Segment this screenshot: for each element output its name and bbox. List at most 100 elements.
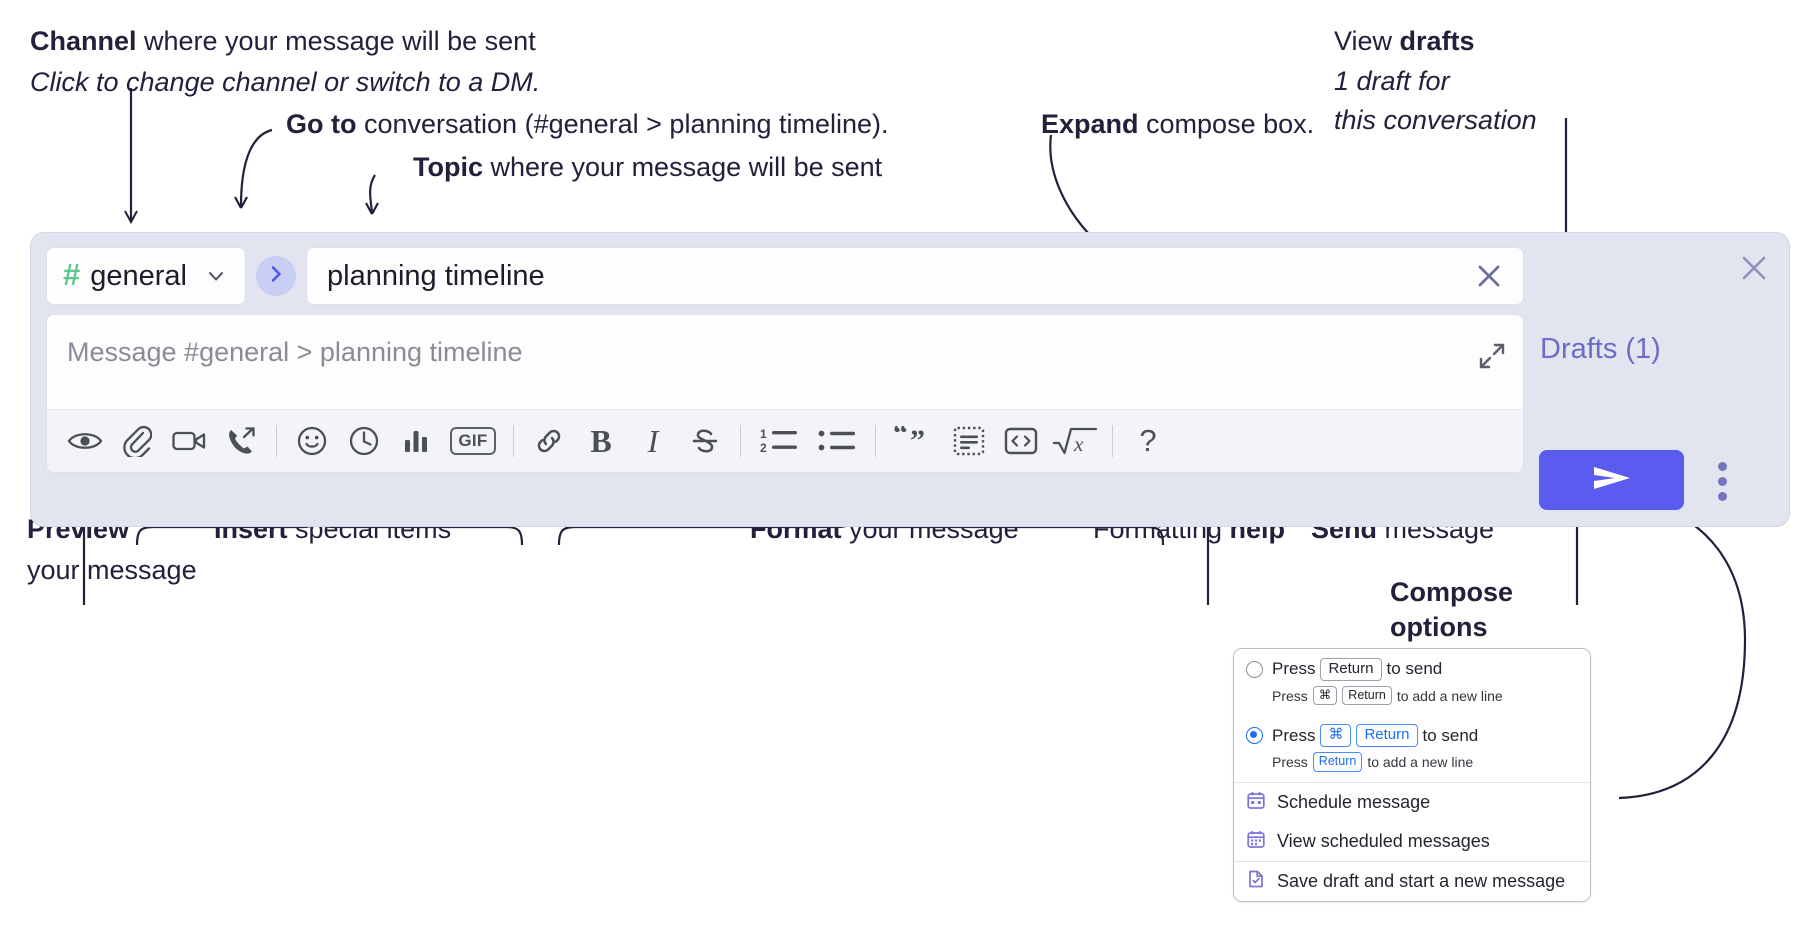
send-button[interactable] [1539, 450, 1684, 510]
key-return: Return [1312, 752, 1363, 772]
press-label: Press [1272, 687, 1308, 704]
close-icon[interactable] [1737, 251, 1771, 290]
send-option-return[interactable]: Press Return to send [1234, 649, 1590, 681]
send-option-return-text: Press Return to send [1272, 658, 1442, 681]
svg-text:1: 1 [760, 427, 767, 441]
vertical-dots-icon [1717, 476, 1727, 486]
channel-selector[interactable]: # general [46, 247, 246, 305]
bold-label: B [590, 422, 612, 459]
svg-text:2: 2 [760, 441, 767, 455]
phone-arrow-icon[interactable] [215, 418, 267, 464]
annotation-goto: Go to conversation (#general > planning … [286, 107, 889, 141]
send-option-return-hint: Press ⌘ Return to add a new line [1234, 681, 1590, 716]
help-icon[interactable]: ? [1122, 418, 1174, 464]
formatting-toolbar: GIF B I [47, 409, 1523, 472]
key-command: ⌘ [1312, 685, 1338, 706]
italic-label: I [647, 422, 659, 459]
vertical-dots-icon [1717, 461, 1727, 471]
menu-item-save-draft[interactable]: Save draft and start a new message [1234, 862, 1590, 901]
menu-item-view-scheduled-messages[interactable]: View scheduled messages [1234, 822, 1590, 861]
divider [276, 425, 277, 457]
compose-panel: # general planning timeline Messag [30, 232, 1790, 527]
compose-options-button[interactable] [1705, 455, 1739, 507]
key-return: Return [1320, 658, 1382, 681]
send-option-cmd-return-text: Press ⌘ Return to send [1272, 724, 1479, 748]
chevron-down-icon [205, 265, 227, 287]
calendar-grid-icon [1246, 829, 1266, 854]
to-send-label: to send [1422, 725, 1479, 745]
new-line-label: to add a new line [1367, 753, 1474, 770]
drafts-link[interactable]: Drafts (1) [1540, 333, 1661, 365]
compose-options-menu: Press Return to send Press ⌘ Return to a… [1233, 648, 1591, 902]
video-camera-icon[interactable] [163, 418, 215, 464]
clock-icon[interactable] [338, 418, 390, 464]
goto-conversation-button[interactable] [256, 256, 296, 296]
attachment-icon[interactable] [111, 418, 163, 464]
topic-input[interactable]: planning timeline [306, 247, 1524, 305]
help-label: ? [1139, 423, 1157, 458]
calendar-clock-icon [1246, 790, 1266, 815]
annotation-channel: Channel where your message will be sent … [30, 24, 540, 99]
annotation-compose-bold1: Compose [1390, 577, 1514, 607]
annotation-drafts-pre: View [1334, 26, 1400, 56]
expand-icon[interactable] [1477, 341, 1507, 376]
divider [1234, 860, 1590, 862]
document-check-icon [1246, 869, 1266, 894]
bar-chart-icon[interactable] [390, 418, 442, 464]
annotation-topic-bold: Topic [413, 152, 483, 182]
key-return: Return [1342, 685, 1392, 706]
send-option-cmd-return[interactable]: Press ⌘ Return to send [1234, 715, 1590, 748]
strikethrough-icon[interactable] [679, 418, 731, 464]
annotation-drafts-bold: drafts [1399, 26, 1475, 56]
svg-text:“: “ [893, 426, 908, 450]
close-icon[interactable] [1469, 256, 1509, 296]
menu-item-label: Save draft and start a new message [1277, 870, 1566, 891]
divider [875, 425, 876, 457]
radio-unselected[interactable] [1246, 660, 1263, 678]
annotation-compose-bold2: options [1390, 612, 1488, 643]
send-option-cmd-return-hint: Press Return to add a new line [1234, 747, 1590, 782]
annotation-channel-bold: Channel [30, 26, 137, 56]
key-command: ⌘ [1320, 724, 1352, 748]
divider [740, 425, 741, 457]
topic-value: planning timeline [327, 259, 545, 292]
math-icon[interactable]: x [1047, 418, 1103, 464]
annotation-goto-bold: Go to [286, 109, 357, 139]
gif-icon[interactable]: GIF [442, 418, 504, 464]
bold-icon[interactable]: B [575, 418, 627, 464]
annotation-drafts-italic2: this conversation [1334, 105, 1537, 136]
message-input[interactable]: Message #general > planning timeline [47, 315, 1523, 409]
blockquote-icon[interactable]: “ ” [885, 418, 943, 464]
preview-icon[interactable] [59, 418, 111, 464]
bulleted-list-icon[interactable] [808, 418, 866, 464]
menu-item-schedule-message[interactable]: Schedule message [1234, 783, 1590, 822]
svg-text:x: x [1073, 432, 1084, 456]
hash-icon: # [63, 257, 81, 292]
press-label: Press [1272, 753, 1308, 770]
menu-item-label: Schedule message [1277, 791, 1431, 812]
annotation-topic-rest: where your message will be sent [483, 152, 883, 182]
inline-code-icon[interactable] [995, 418, 1047, 464]
vertical-dots-icon [1717, 491, 1727, 501]
new-line-label: to add a new line [1396, 687, 1503, 704]
ordered-list-icon[interactable]: 1 2 [750, 418, 808, 464]
code-block-icon[interactable] [943, 418, 995, 464]
press-label: Press [1272, 725, 1316, 745]
press-label: Press [1272, 659, 1316, 679]
divider [1112, 425, 1113, 457]
emoji-icon[interactable] [286, 418, 338, 464]
annotation-expand: Expand compose box. [1041, 107, 1314, 141]
link-icon[interactable] [523, 418, 575, 464]
message-placeholder: Message #general > planning timeline [67, 337, 523, 367]
radio-selected[interactable] [1246, 727, 1263, 745]
divider [513, 425, 514, 457]
key-return: Return [1356, 724, 1418, 748]
annotation-drafts: View drafts 1 draft for this conversatio… [1334, 24, 1537, 137]
annotation-expand-bold: Expand [1041, 109, 1139, 139]
italic-icon[interactable]: I [627, 418, 679, 464]
annotation-channel-italic: Click to change channel or switch to a D… [30, 67, 541, 98]
annotation-goto-rest: conversation (#general > planning timeli… [356, 109, 889, 139]
gif-label: GIF [450, 427, 496, 455]
menu-item-label: View scheduled messages [1277, 830, 1490, 851]
channel-name: general [90, 259, 187, 292]
